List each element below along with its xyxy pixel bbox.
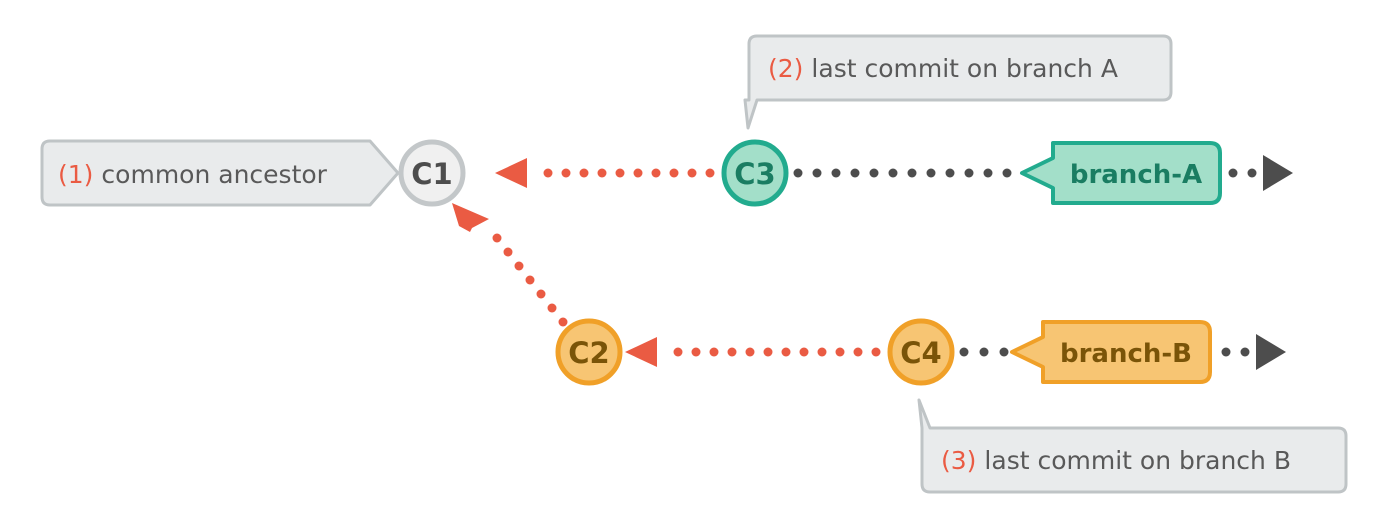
commit-c3-circle	[721, 139, 789, 207]
commit-c1-circle	[398, 139, 466, 207]
callout-3-label: last commit on branch B	[984, 446, 1291, 475]
callout-1-number: (1)	[58, 160, 93, 189]
edge-c4-to-c2	[625, 337, 881, 367]
callout-1-label: common ancestor	[101, 160, 327, 189]
dots-c3-c1	[543, 168, 733, 178]
callout-last-commit-branch-a: (2) last commit on branch A	[743, 34, 1173, 130]
commit-node-c1[interactable]: C1	[398, 139, 466, 207]
callout-3-bubble	[917, 398, 1348, 494]
commit-node-c4[interactable]: C4	[887, 318, 955, 386]
commit-c2-label: C2	[568, 336, 609, 370]
callout-2-label: last commit on branch A	[811, 54, 1118, 83]
commit-c4-label: C4	[900, 336, 941, 370]
branch-tag-b-shape	[1010, 320, 1212, 384]
edge-c3-to-c1	[495, 158, 733, 188]
callout-last-commit-branch-b: (3) last commit on branch B	[917, 398, 1348, 494]
callout-1-bubble	[40, 139, 400, 207]
dots-c2-c1	[492, 233, 568, 327]
branch-tag-a[interactable]: branch-A	[1020, 141, 1222, 205]
commit-c3-label: C3	[734, 157, 775, 191]
commit-c2-circle	[555, 318, 623, 386]
edge-c3-to-branch-a	[793, 168, 1012, 178]
arrowhead-c3-c1	[495, 158, 527, 188]
branch-tag-b[interactable]: branch-B	[1010, 320, 1212, 384]
callout-2-bubble	[743, 34, 1173, 130]
dots-c4-c2	[673, 347, 881, 357]
commit-c1-label: C1	[411, 157, 452, 191]
edge-c4-to-branch-b	[959, 347, 1009, 357]
edge-c2-to-c1	[452, 203, 568, 327]
edge-branch-b-to-head	[1221, 347, 1250, 357]
commit-node-c2[interactable]: C2	[555, 318, 623, 386]
callout-common-ancestor: (1) common ancestor	[40, 139, 400, 207]
play-triangle-icon-b	[1256, 334, 1286, 370]
callout-2-number: (2)	[768, 54, 803, 83]
callout-3-text: (3) last commit on branch B	[941, 446, 1291, 475]
arrowhead-c2-c1	[452, 203, 489, 232]
commit-c4-circle	[887, 318, 955, 386]
edge-branch-a-to-head	[1228, 168, 1257, 178]
callout-2-text: (2) last commit on branch A	[768, 54, 1118, 83]
callout-1-text: (1) common ancestor	[58, 160, 328, 189]
arrowhead-c4-c2	[625, 337, 657, 367]
branch-tag-a-label: branch-A	[1070, 160, 1202, 190]
branch-tag-b-label: branch-B	[1060, 339, 1192, 369]
callout-3-number: (3)	[941, 446, 976, 475]
play-triangle-icon-a	[1263, 155, 1293, 191]
branch-tag-a-shape	[1020, 141, 1222, 205]
commit-node-c3[interactable]: C3	[721, 139, 789, 207]
